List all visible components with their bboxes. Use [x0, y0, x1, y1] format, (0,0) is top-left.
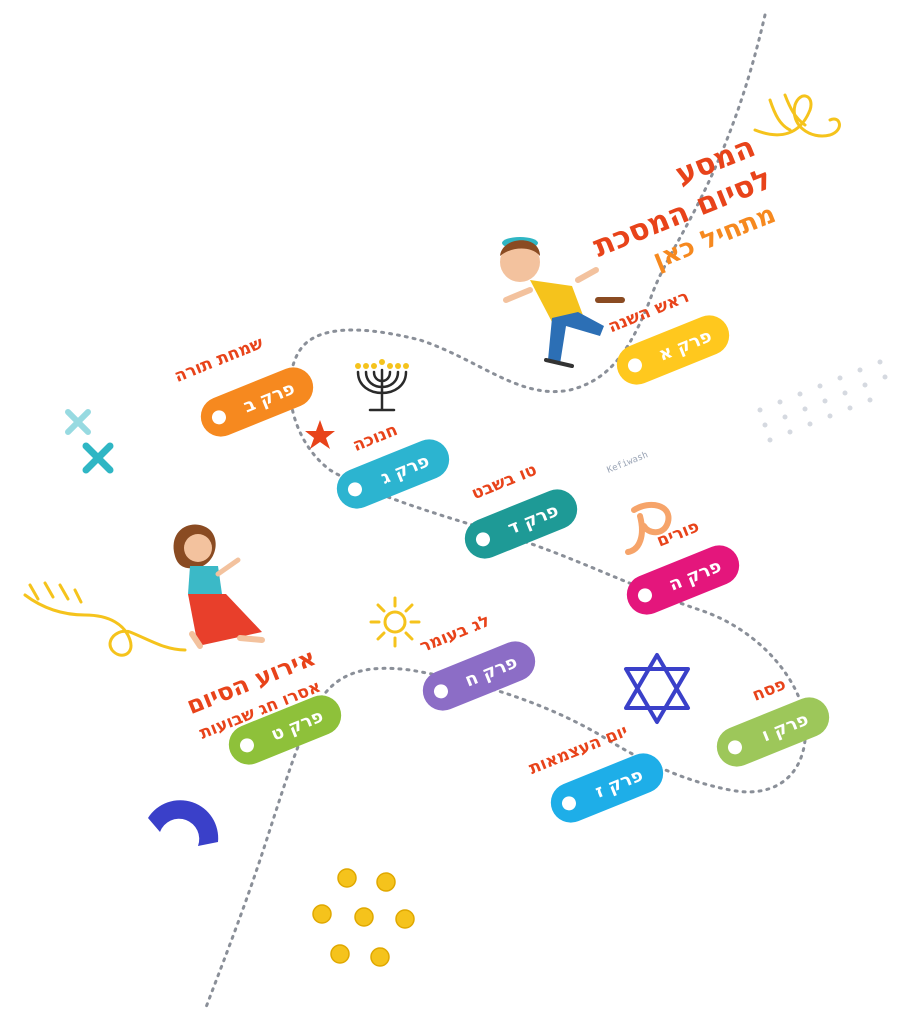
station-dot [625, 356, 645, 375]
squiggle-left-icon [23, 593, 187, 657]
boy-character [500, 237, 625, 368]
sun-icon [369, 596, 421, 648]
station-dot [345, 480, 365, 499]
star-of-david-icon [624, 653, 690, 724]
squiggle-top-icon [753, 94, 841, 138]
grogger-icon [625, 501, 672, 555]
station-dot [237, 736, 257, 755]
dotted-path [203, 13, 808, 1012]
cross-icon [65, 409, 114, 474]
dot-grid-decoration [757, 359, 888, 443]
station-dot [635, 586, 655, 605]
station-dot [725, 738, 745, 757]
chapter-label: פרק ג [377, 449, 433, 489]
coin-icon [312, 868, 415, 967]
half-ring-icon [148, 800, 219, 846]
menorah-icon [355, 359, 409, 412]
station-dot [559, 794, 579, 813]
squiggle-lines-icon [768, 93, 807, 132]
station-dot [209, 408, 229, 427]
station-dot [431, 682, 451, 701]
chapter-label: פרק ז [592, 764, 646, 803]
girl-character [173, 524, 265, 649]
station-dot [473, 530, 493, 549]
sparkle-lines-icon [28, 581, 83, 604]
star-icon [305, 420, 335, 449]
chapter-label: פרק ו [758, 708, 812, 746]
